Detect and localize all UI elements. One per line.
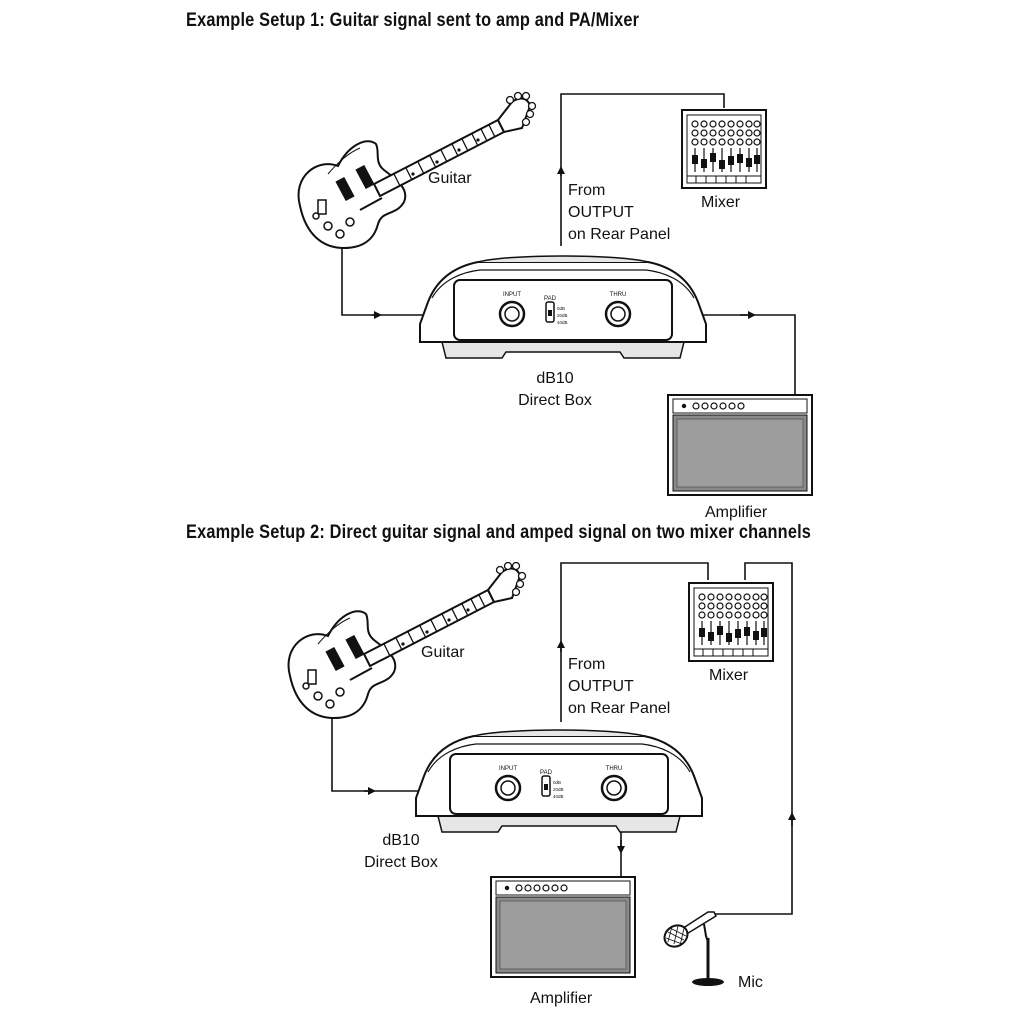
- from-output-line: OUTPUT: [568, 204, 634, 221]
- setup-2-title: Example Setup 2: Direct guitar signal an…: [186, 522, 812, 543]
- mixer-label: Mixer: [701, 194, 741, 211]
- amplifier-icon: [667, 394, 813, 496]
- panel-pad-option: 0dB: [553, 780, 561, 785]
- cable-mic-to-mixer: [712, 562, 793, 915]
- panel-pad-option: 40dB: [557, 320, 568, 325]
- panel-pad-option: 0dB: [557, 306, 565, 311]
- setup-1-title: Example Setup 1: Guitar signal sent to a…: [186, 10, 640, 31]
- panel-pad-option: 40dB: [553, 794, 564, 799]
- setup-2-diagram: INPUT PAD THRU 0dB 20dB 40dB: [287, 561, 796, 988]
- guitar-label: Guitar: [428, 170, 472, 187]
- panel-thru-label: THRU: [606, 766, 623, 772]
- mixer-icon: [688, 582, 774, 662]
- direct-box-label: Direct Box: [364, 854, 438, 871]
- amplifier-icon: [490, 876, 636, 978]
- direct-box-label: dB10: [536, 370, 574, 387]
- mixer-icon: [681, 109, 767, 189]
- panel-input-label: INPUT: [499, 766, 517, 772]
- guitar-icon: [297, 91, 537, 249]
- guitar-icon: [287, 561, 527, 719]
- from-output-line: OUTPUT: [568, 678, 634, 695]
- mixer-label: Mixer: [709, 667, 749, 684]
- panel-pad-label: PAD: [544, 296, 557, 302]
- setup-1-diagram: INPUT PAD THRU 0dB 20dB 40dB: [297, 91, 813, 496]
- from-output-line: From: [568, 182, 606, 199]
- mic-label: Mic: [738, 974, 763, 991]
- from-output-line: on Rear Panel: [568, 226, 671, 243]
- direct-box-label: Direct Box: [518, 392, 592, 409]
- guitar-label: Guitar: [421, 644, 465, 661]
- amplifier-label: Amplifier: [705, 504, 768, 521]
- from-output-line: on Rear Panel: [568, 700, 671, 717]
- panel-pad-label: PAD: [540, 770, 553, 776]
- panel-thru-label: THRU: [610, 292, 627, 298]
- mic-icon: [659, 910, 726, 988]
- panel-pad-option: 20dB: [553, 787, 564, 792]
- panel-pad-option: 20dB: [557, 313, 568, 318]
- from-output-line: From: [568, 656, 606, 673]
- amplifier-label: Amplifier: [530, 990, 593, 1007]
- panel-input-label: INPUT: [503, 292, 521, 298]
- direct-box-label: dB10: [382, 832, 420, 849]
